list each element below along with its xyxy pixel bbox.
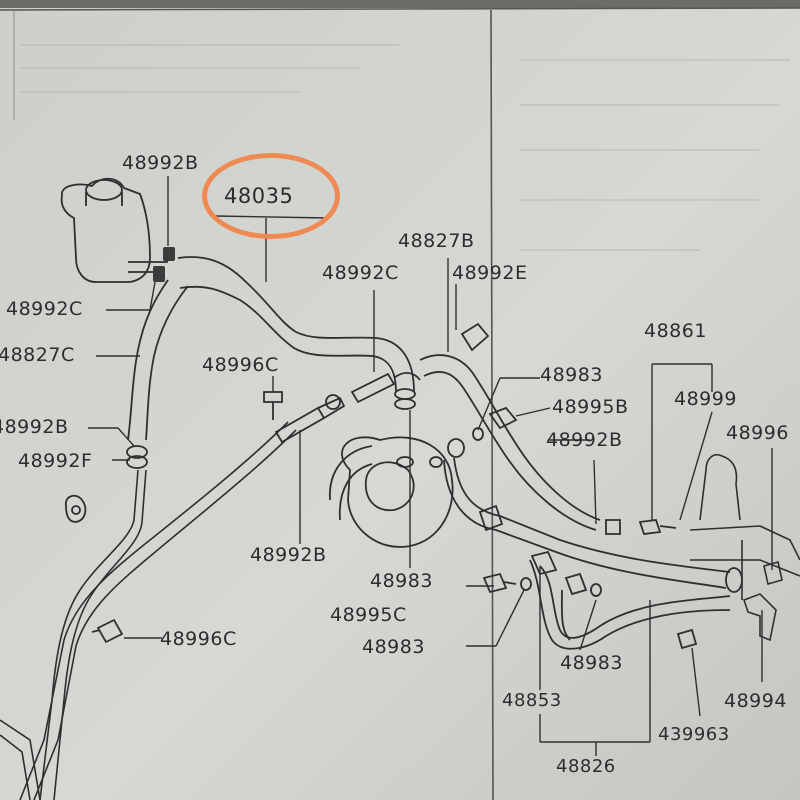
label-48995B: 48995B [552, 396, 629, 418]
steering-gearbox [689, 454, 800, 642]
label-48853: 48853 [502, 690, 562, 711]
return-hose-upper [177, 256, 416, 410]
label-48983-c: 48983 [362, 636, 425, 658]
line-fitting [274, 394, 346, 444]
tank-clamps [153, 247, 175, 282]
lower-return-hoses [520, 550, 731, 650]
label-48992B-top: 48992B [122, 152, 199, 174]
label-48995C: 48995C [330, 604, 407, 626]
metal-lines-left [0, 421, 297, 800]
label-48827B: 48827B [398, 230, 475, 252]
label-48992B-low: 48992B [250, 544, 327, 566]
label-48983-b: 48983 [370, 570, 433, 592]
label-48992B-left: 48992B [0, 416, 69, 438]
label-48994: 48994 [724, 690, 787, 712]
bolts [91, 391, 698, 650]
pressure-hose [443, 457, 743, 593]
top-dark-band [0, 0, 800, 8]
label-48826: 48826 [556, 756, 616, 777]
label-48992C-mid: 48992C [322, 262, 399, 284]
highlight-ring-48035 [202, 153, 340, 239]
page-top-rule [0, 7, 800, 11]
hose-48827B [419, 322, 601, 531]
clamp-48992F [64, 494, 87, 523]
label-48992E: 48992E [452, 262, 528, 284]
label-48996C-top: 48996C [202, 354, 279, 376]
pump-inlet-hose [350, 372, 421, 404]
leader-lines [88, 176, 773, 756]
label-48992F: 48992F [18, 450, 93, 472]
label-48983-d: 48983 [560, 652, 623, 674]
label-48983-a: 48983 [540, 364, 603, 386]
power-steering-pump [329, 436, 465, 548]
label-48035: 48035 [224, 184, 294, 208]
label-439963: 439963 [658, 724, 730, 745]
label-48827C: 48827C [0, 344, 75, 366]
bleed-through-text [20, 44, 790, 251]
label-48999: 48999 [674, 388, 737, 410]
label-48996C-low: 48996C [160, 628, 237, 650]
label-48996-right: 48996 [726, 422, 789, 444]
label-48861: 48861 [644, 320, 707, 342]
reservoir-tank [60, 177, 168, 283]
suction-hose-left [126, 279, 189, 469]
label-48992B-right: 48992B [546, 429, 623, 451]
label-48992C-left: 48992C [6, 298, 83, 320]
